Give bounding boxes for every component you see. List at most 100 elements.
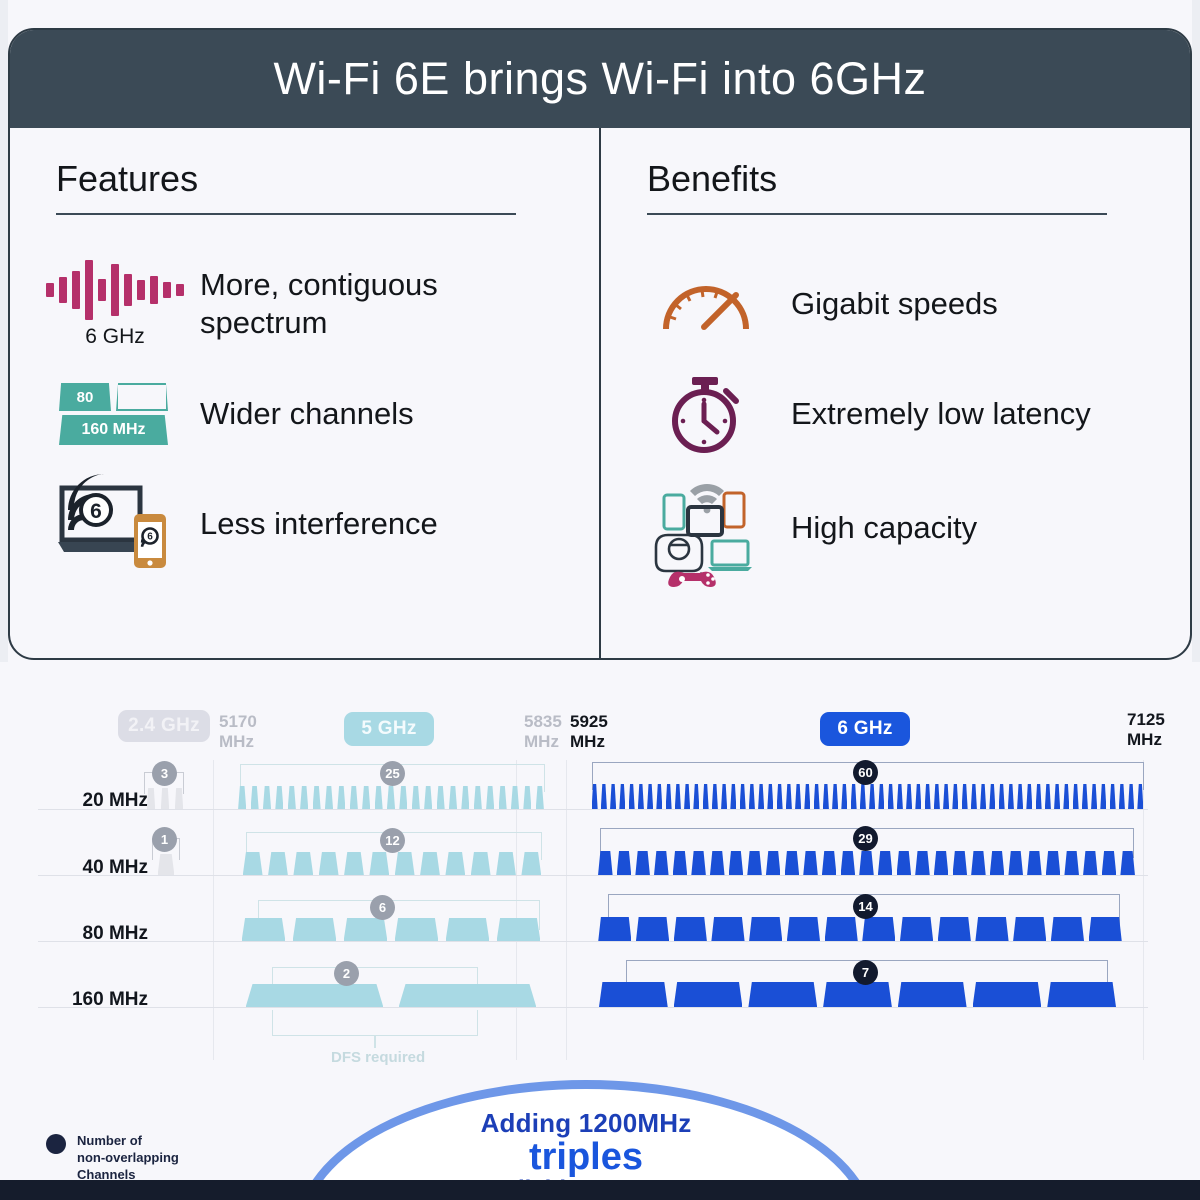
legend-line-3: Channels [77, 1167, 136, 1183]
channel-bar [961, 784, 968, 809]
channel-bar [869, 784, 876, 809]
badge-count-5ghz-20mhz: 25 [380, 761, 405, 786]
channel-bar [241, 918, 286, 941]
svg-text:6: 6 [147, 532, 153, 543]
channel-bar [262, 786, 272, 809]
laptop-phone-graphic: 6 6 [58, 474, 166, 568]
channel-bar [822, 784, 829, 809]
channel-bar [824, 917, 858, 941]
channel-bar [877, 851, 893, 875]
channel-bar [157, 854, 175, 875]
channel-bar [1026, 784, 1033, 809]
badge-count-6ghz-160mhz: 7 [853, 960, 878, 985]
bars-5ghz-80mhz [238, 918, 544, 941]
channel-bar [343, 918, 388, 941]
channel-bar [1109, 784, 1116, 809]
chart-legend: Number of non-overlapping Channels [46, 1132, 179, 1183]
multi-device-graphic [654, 483, 752, 587]
channel-bar [709, 851, 725, 875]
channel-bar [821, 851, 837, 875]
channel-bar [374, 786, 383, 809]
channel-bar [721, 784, 728, 809]
legend-dot-icon [46, 1134, 66, 1154]
channel-bar [146, 788, 156, 809]
channel-bar [420, 852, 440, 875]
channel-bar [952, 851, 968, 875]
channel-bar [887, 784, 894, 809]
channel-bar [535, 786, 544, 809]
channel-bar [635, 917, 670, 941]
channel-bar [1088, 917, 1122, 941]
channel-bar [785, 784, 792, 809]
channel-bar [635, 851, 650, 875]
channel-bar [840, 851, 856, 875]
stopwatch-graphic [672, 377, 739, 453]
channel-bar [293, 852, 314, 875]
page-left-edge [0, 0, 8, 1200]
band-pill-6ghz[interactable]: 6 GHz [820, 712, 910, 746]
channel-badge-160: 160 MHz [59, 415, 168, 445]
dfs-bracket [272, 1010, 478, 1036]
channel-bar [598, 917, 632, 941]
row-label-20mhz: 20 MHz [82, 790, 148, 811]
bottom-bar [0, 1180, 1200, 1200]
channel-bar [369, 852, 390, 875]
channel-bar [394, 852, 415, 875]
channel-bar [1008, 851, 1023, 875]
band-pill-2-4ghz[interactable]: 2.4 GHz [118, 710, 210, 742]
channel-bar [1081, 784, 1088, 809]
channel-bar [616, 851, 632, 875]
legend-line-2: non-overlapping [77, 1150, 179, 1166]
benefits-column: Benefits [601, 128, 1190, 658]
feature-label-wider-channels: Wider channels [200, 395, 414, 431]
channel-bar [470, 852, 491, 875]
badge-count-5ghz-40mhz: 12 [380, 828, 405, 853]
callout-line-2: triples [528, 1136, 644, 1178]
channel-bar [878, 784, 885, 809]
channel-bar [394, 918, 439, 941]
channel-bar [523, 786, 532, 809]
channel-bar [665, 784, 672, 809]
channel-bar [1013, 917, 1047, 941]
channel-bar [1100, 784, 1107, 809]
channel-bar [1027, 851, 1042, 875]
benefit-item-low-latency: Extremely low latency [647, 359, 1156, 469]
row-label-160mhz: 160 MHz [71, 989, 148, 1010]
band-pill-5ghz[interactable]: 5 GHz [344, 712, 434, 746]
channel-bar [610, 784, 617, 809]
channel-bar [411, 786, 420, 809]
channel-bar [933, 851, 949, 875]
channel-bar [786, 917, 821, 941]
dfs-label: DFS required [331, 1049, 426, 1066]
bars-6ghz-80mhz [596, 917, 1124, 941]
callout-line-1: Adding 1200MHz [480, 1108, 692, 1138]
channel-bar [850, 784, 857, 809]
bars-5ghz-40mhz [240, 852, 544, 875]
channel-bar [160, 788, 170, 809]
channel-bar [1050, 917, 1085, 941]
channel-bar [748, 982, 818, 1007]
bars-5ghz-20mhz [236, 786, 546, 809]
channel-bar [933, 784, 940, 809]
channel-bar [445, 918, 490, 941]
channel-bar [598, 851, 613, 875]
channel-bar [436, 786, 445, 809]
channel-bar [673, 982, 743, 1007]
channel-bar [1137, 784, 1144, 809]
channel-bar [242, 852, 263, 875]
multi-device-cluster-icon [647, 469, 765, 587]
channel-bar [448, 786, 458, 809]
channel-bar [324, 786, 334, 809]
channel-bar [1017, 784, 1024, 809]
channel-bar [349, 786, 358, 809]
channel-bar [739, 784, 746, 809]
benefit-label-gigabit-speeds: Gigabit speeds [791, 285, 998, 321]
channel-bar [591, 784, 598, 809]
channel-bar [859, 851, 874, 875]
channel-bar [674, 784, 681, 809]
channel-bar [628, 784, 635, 809]
channel-bar [989, 784, 996, 809]
